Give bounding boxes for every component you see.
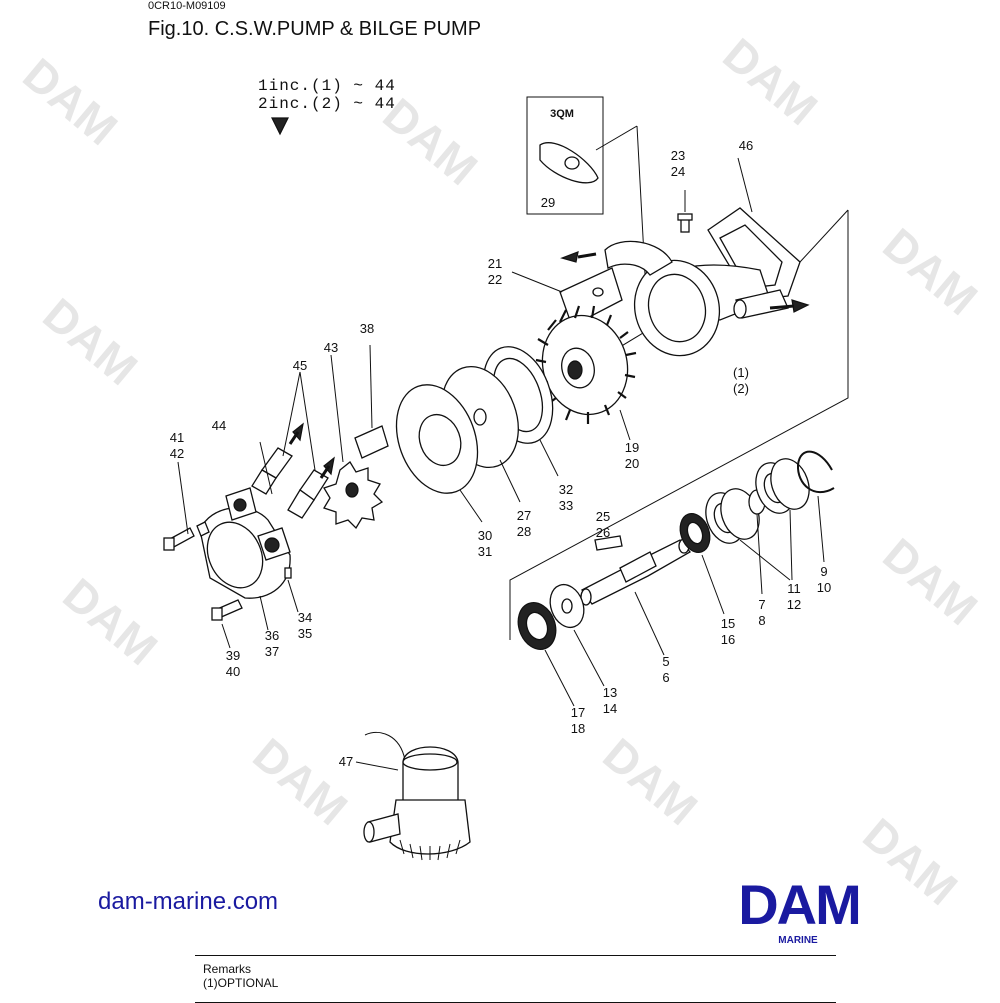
outlet-arrow-icon	[791, 299, 810, 313]
callout-9: 9	[820, 564, 827, 579]
callout-40: 40	[226, 664, 240, 679]
watermark: DAM	[594, 728, 708, 835]
callout-31: 31	[478, 544, 492, 559]
oil-seal-17	[517, 602, 557, 650]
callout-37: 37	[265, 644, 279, 659]
watermark: DAM	[714, 28, 828, 135]
callout-7: 7	[758, 597, 765, 612]
inclusion-note: 1inc.(1) ~ 44	[258, 77, 396, 95]
watermark: DAM	[874, 528, 988, 635]
callout-10: 10	[817, 580, 831, 595]
inclusion-arrow-icon	[271, 117, 289, 136]
callout-29: 29	[541, 195, 555, 210]
callout-39: 39	[226, 648, 240, 663]
callout-5: 5	[662, 654, 669, 669]
watermark: DAM	[244, 728, 358, 835]
callout-11: 11	[787, 581, 801, 596]
gasket-hole	[564, 156, 580, 170]
pump-cover-36	[196, 487, 291, 599]
callout-13: 13	[603, 685, 617, 700]
callout-30: 30	[478, 528, 492, 543]
callout-35: 35	[298, 626, 312, 641]
callout-26: 26	[596, 525, 610, 540]
watermark: DAM	[34, 288, 148, 395]
pin-34	[284, 567, 292, 579]
impeller-43	[323, 461, 384, 530]
bearing-11b	[755, 458, 810, 514]
oil-seal-15	[679, 513, 711, 553]
callout-15: 15	[721, 616, 735, 631]
callout-18: 18	[571, 721, 585, 736]
callout-47: 47	[339, 754, 353, 769]
callout-25: 25	[596, 509, 610, 524]
callout-23: 23	[671, 148, 685, 163]
wear-plate-30	[395, 384, 479, 494]
website-link[interactable]: dam-marine.com	[98, 888, 279, 915]
watermark-layer: DAM DAM DAM DAM DAM DAM DAM DAM DAM DAM	[14, 28, 988, 915]
inlet-arrow-icon	[560, 251, 579, 263]
watermark: DAM	[14, 48, 128, 155]
callout-43: 43	[324, 340, 338, 355]
callout-2: (2)	[733, 381, 749, 396]
callout-8: 8	[758, 613, 765, 628]
callout-36: 36	[265, 628, 279, 643]
callout-46: 46	[739, 138, 753, 153]
callout-6: 6	[662, 670, 669, 685]
callout-45: 45	[293, 358, 307, 373]
dam-marine-logo: DAM MARINE	[738, 880, 862, 946]
cam-21	[559, 267, 623, 327]
callout-19: 19	[625, 440, 639, 455]
bilge-pump-47	[363, 731, 471, 861]
callout-1: (1)	[733, 365, 749, 380]
callout-20: 20	[625, 456, 639, 471]
inclusion-note: 2inc.(2) ~ 44	[258, 95, 396, 113]
callout-labels: 29 23 24 46 21 22 38 43 45 (1) (2) 41 42…	[170, 138, 831, 769]
callout-42: 42	[170, 446, 184, 461]
callout-38: 38	[360, 321, 374, 336]
callout-12: 12	[787, 597, 801, 612]
callout-16: 16	[721, 632, 735, 647]
remarks-title: Remarks	[203, 962, 252, 976]
callout-22: 22	[488, 272, 502, 287]
remarks-block: Remarks (1)OPTIONAL	[195, 955, 836, 1003]
logo-text: DAM	[738, 880, 860, 936]
callout-33: 33	[559, 498, 573, 513]
remarks-line: (1)OPTIONAL	[203, 976, 279, 990]
circlip-9	[796, 450, 835, 494]
callout-41: 41	[170, 430, 184, 445]
callout-14: 14	[603, 701, 617, 716]
optional-box	[526, 96, 604, 215]
callout-27: 27	[517, 508, 531, 523]
watermark: DAM	[54, 568, 168, 675]
logo-subtext: MARINE	[778, 935, 818, 946]
callout-21: 21	[488, 256, 502, 271]
figure-title: Fig.10. C.S.W.PUMP & BILGE PUMP	[148, 18, 482, 40]
callout-24: 24	[671, 164, 685, 179]
callout-44: 44	[212, 418, 226, 433]
callout-17: 17	[571, 705, 585, 720]
key-38	[354, 425, 389, 459]
document-code: 0CR10-M09109	[148, 0, 226, 12]
optional-box-label: 3QM	[550, 108, 574, 120]
washer-13	[549, 583, 585, 629]
pump-body-1	[604, 207, 801, 357]
callout-32: 32	[559, 482, 573, 497]
key-25	[594, 535, 623, 551]
impeller-19	[535, 305, 637, 424]
callout-34: 34	[298, 610, 312, 625]
shaft-5	[580, 538, 691, 606]
watermark: DAM	[874, 218, 988, 325]
callout-28: 28	[517, 524, 531, 539]
